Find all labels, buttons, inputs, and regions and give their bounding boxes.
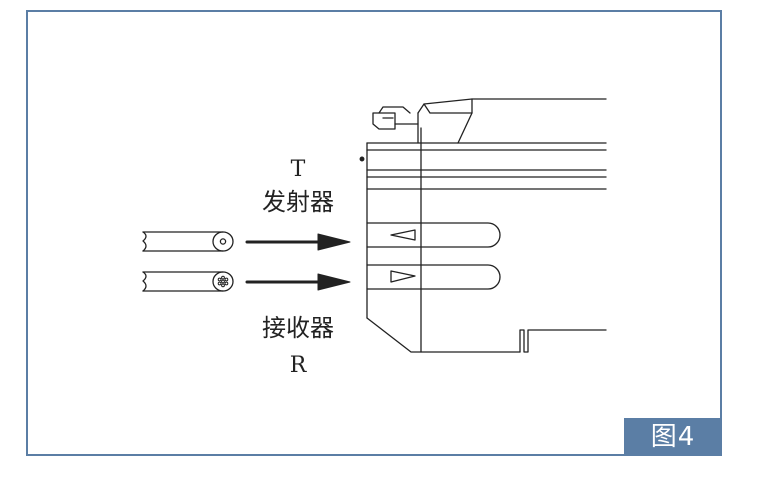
- sensor-amplifier-body: [359, 98, 607, 353]
- sensor-cover-slant: [457, 98, 473, 144]
- figure-number-badge: 图4: [624, 418, 722, 456]
- transmitter-cable-end: [212, 231, 234, 252]
- sensor-top-cap-edge: [378, 106, 411, 114]
- transmitter-letter: T: [291, 157, 306, 182]
- transmitter-cable-break: [142, 231, 147, 252]
- transmitter-arrow: [245, 233, 351, 251]
- receiver-fiber-cable: [142, 271, 234, 292]
- sensor-bottom-chamfer: [366, 317, 521, 353]
- receiver-cable-break: [142, 271, 147, 292]
- receiver-label: 接收器: [262, 314, 334, 342]
- receiver-letter: R: [290, 353, 308, 378]
- transmitter-port-arrow-icon: [390, 229, 416, 241]
- receiver-multicore-icon: [217, 275, 229, 288]
- sensor-indicator-dot: [359, 156, 365, 162]
- receiver-port-arrow-icon: [390, 270, 416, 283]
- transmitter-fiber-cable: [142, 231, 234, 252]
- transmitter-label: 发射器: [262, 188, 334, 216]
- receiver-arrow: [245, 273, 351, 291]
- receiver-port: [366, 264, 501, 290]
- figure-frame: [26, 10, 722, 456]
- sensor-cover-inner: [423, 103, 473, 114]
- sensor-bottom-clip: [519, 329, 607, 353]
- receiver-cable-end: [212, 271, 234, 292]
- sensor-cover-top: [417, 98, 607, 114]
- transmitter-core-icon: [219, 238, 227, 245]
- transmitter-port: [366, 222, 501, 248]
- sensor-top-cap: [372, 112, 396, 130]
